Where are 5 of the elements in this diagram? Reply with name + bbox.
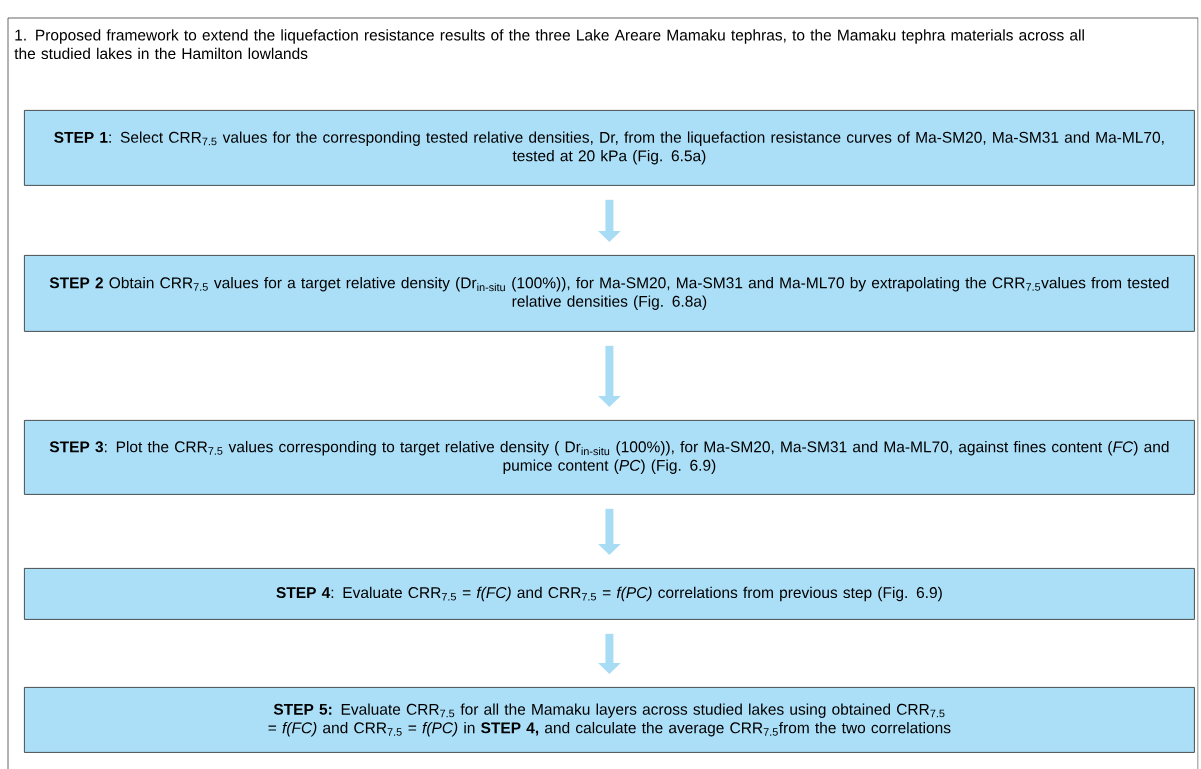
- step-box: STEP 4: Evaluate CRR$_{7.5}$ = f(FC) and CRR$_{7.5}$ = f(PC) correlations from previous step (Fig. 6.9): [24, 568, 1195, 620]
- step-box: STEP 5: Evaluate CRR$_{7.5}$ for all the Mamaku layers across studied lakes using obtained CRR$_{7.5}$ = f(FC) and CRR$_{7.5}$ = f(PC) in STEP 4, and calculate the average CRR$_{7.5}$from the two correlations: [24, 687, 1195, 753]
- step-box: STEP 1: Select CRR$_{7.5}$ values for the corresponding tested relative densities, Dr, from the liquefaction resistance curves of Ma-SM20, Ma-SM31 and Ma-ML70, tested at 20 kPa (Fig. 6.5a): [24, 110, 1195, 186]
- step-box: STEP 2 Obtain CRR$_{7.5}$ values for a target relative density (Dr$_{in-situ}$ (100%)), for Ma-SM20, Ma-SM31 and Ma-ML70 by extrapolating the CRR$_{7.5}$values from tested relative densities (Fig. 6.8a): [24, 255, 1195, 332]
- step-box: STEP 3: Plot the CRR$_{7.5}$ values corresponding to target relative density ( Dr$_{in-situ}$ (100%)), for Ma-SM20, Ma-SM31 and Ma-ML70, against fines content (FC) and pumice content (PC) (Fig. 6.9): [24, 420, 1195, 495]
